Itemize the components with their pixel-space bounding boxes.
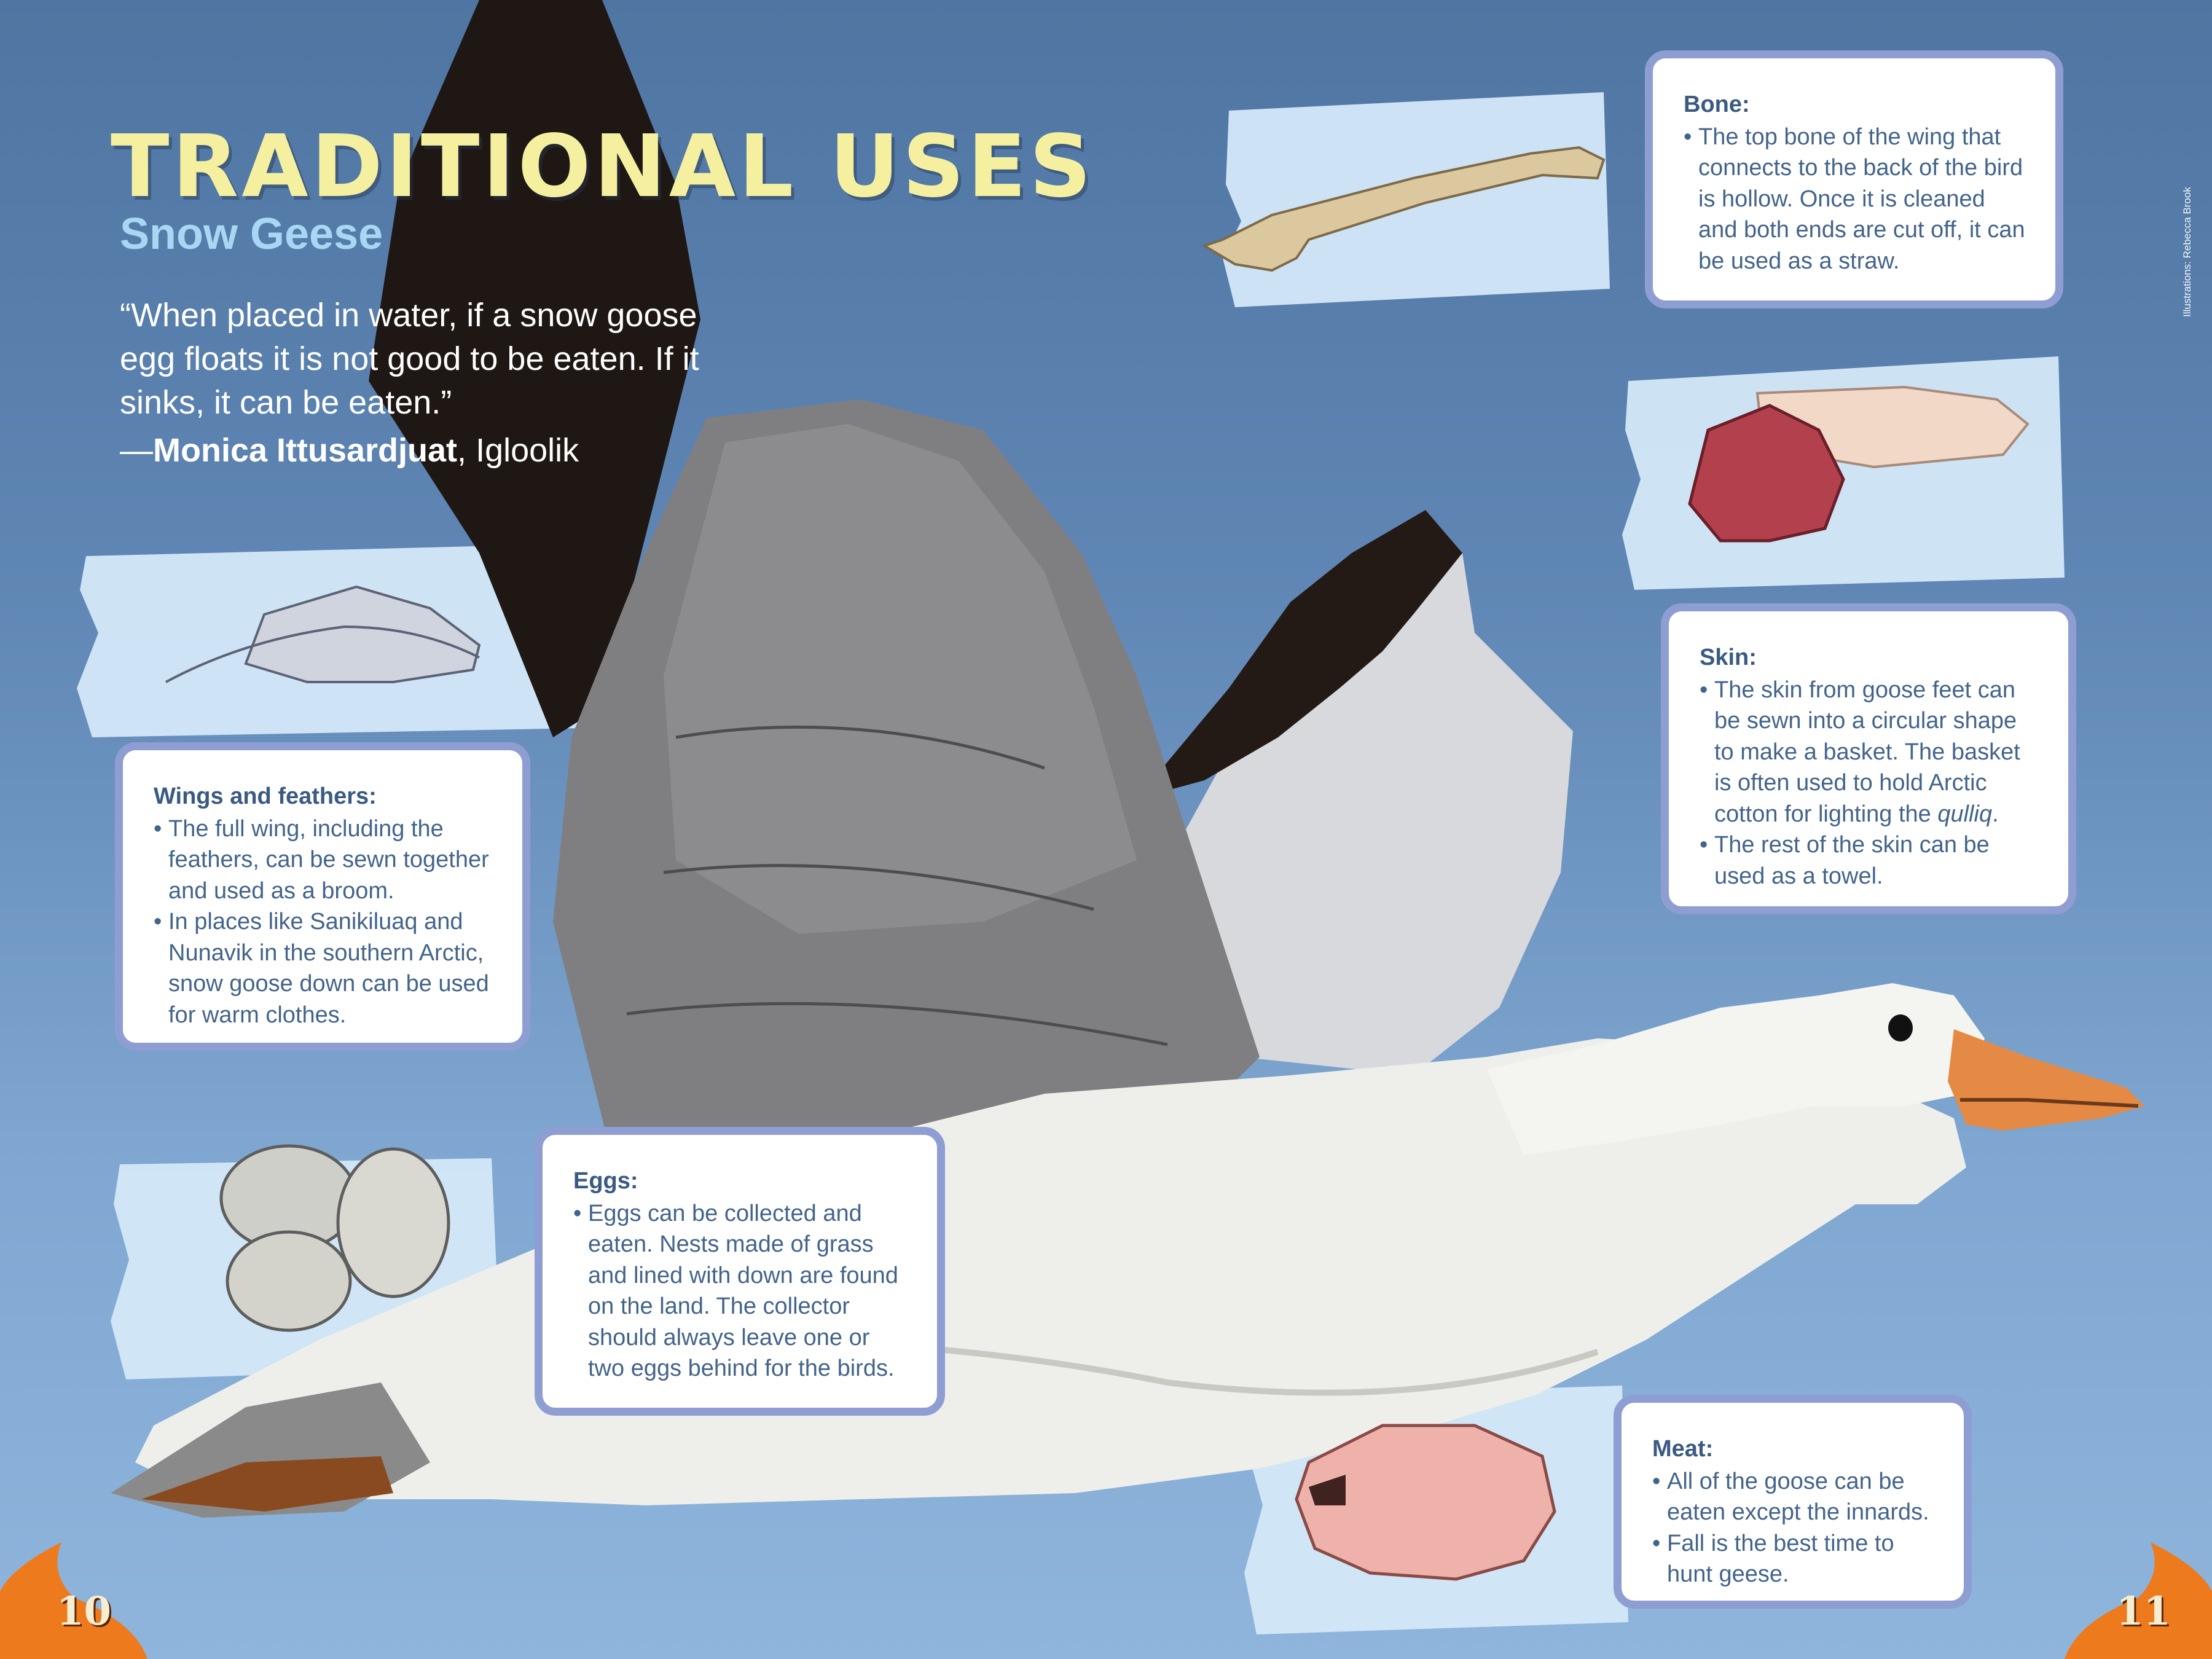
card-bullet: In places like Sanikiluaq and Nunavik in…	[154, 906, 495, 1030]
goose-feet	[141, 1456, 393, 1512]
card-heading: Wings and feathers:	[154, 783, 377, 809]
page-title: TRADITIONAL USES	[111, 117, 1094, 217]
page-tab-right	[2065, 1542, 2212, 1659]
card-bullet: The skin from goose feet can be sewn int…	[1700, 675, 2041, 830]
card-meat: Meat: All of the goose can be eaten exce…	[1614, 1395, 1972, 1609]
quote-attribution: —Monica Ittusardjuat, Igloolik	[120, 431, 579, 469]
illustration-credit: Illustrations: Rebecca Brook	[2181, 187, 2193, 317]
card-skin: Skin: The skin from goose feet can be se…	[1661, 603, 2076, 914]
goose-illustration	[111, 0, 2144, 1518]
page-tab-left	[0, 1542, 147, 1659]
qulliq-term: qulliq	[1937, 801, 1993, 827]
card-wings-feathers: Wings and feathers: The full wing, inclu…	[115, 742, 530, 1051]
card-bullet: The full wing, including the feathers, c…	[154, 814, 495, 907]
eggs-illustration	[219, 1144, 450, 1332]
skin-bullet-text: The skin from goose feet can be sewn int…	[1714, 677, 2020, 827]
goose-beak	[1948, 1029, 2144, 1131]
feather-illustration	[165, 585, 481, 683]
bone-illustration	[1201, 146, 1606, 272]
card-heading: Skin:	[1700, 645, 1757, 670]
page-number-left: 10	[57, 1588, 112, 1634]
skin-illustration	[1688, 385, 2030, 543]
elder-quote: “When placed in water, if a snow goose e…	[120, 297, 699, 421]
goose-near-wing-tips	[369, 0, 700, 737]
goose-neck	[1487, 983, 1985, 1155]
card-bullet: The top bone of the wing that connects t…	[1684, 122, 2028, 277]
attribution-dash: —	[120, 432, 153, 469]
card-bullet: Fall is the best time to hunt geese.	[1652, 1528, 1937, 1590]
quote-author: Monica Ittusardjuat	[153, 432, 458, 469]
attribution-separator: ,	[457, 432, 476, 469]
page-number-right: 11	[2116, 1588, 2171, 1634]
card-heading: Eggs:	[573, 1168, 638, 1194]
card-bone: Bone: The top bone of the wing that conn…	[1645, 50, 2063, 308]
goose-far-wing-tips	[1137, 510, 1462, 799]
card-eggs: Eggs: Eggs can be collected and eaten. N…	[535, 1127, 945, 1416]
card-bullet: All of the goose can be eaten except the…	[1652, 1466, 1937, 1528]
meat-illustration	[1295, 1424, 1556, 1581]
page-subtitle: Snow Geese	[120, 210, 383, 259]
quote-place: Igloolik	[476, 432, 579, 469]
card-bullet: Eggs can be collected and eaten. Nests m…	[573, 1198, 910, 1384]
goose-eye	[1888, 1014, 1913, 1041]
goose-far-wing	[1124, 510, 1573, 1075]
card-bullet: The rest of the skin can be used as a to…	[1700, 830, 2041, 892]
card-heading: Meat:	[1652, 1436, 1714, 1462]
skin-bullet-end: .	[1992, 801, 1999, 827]
card-heading: Bone:	[1684, 92, 1750, 117]
